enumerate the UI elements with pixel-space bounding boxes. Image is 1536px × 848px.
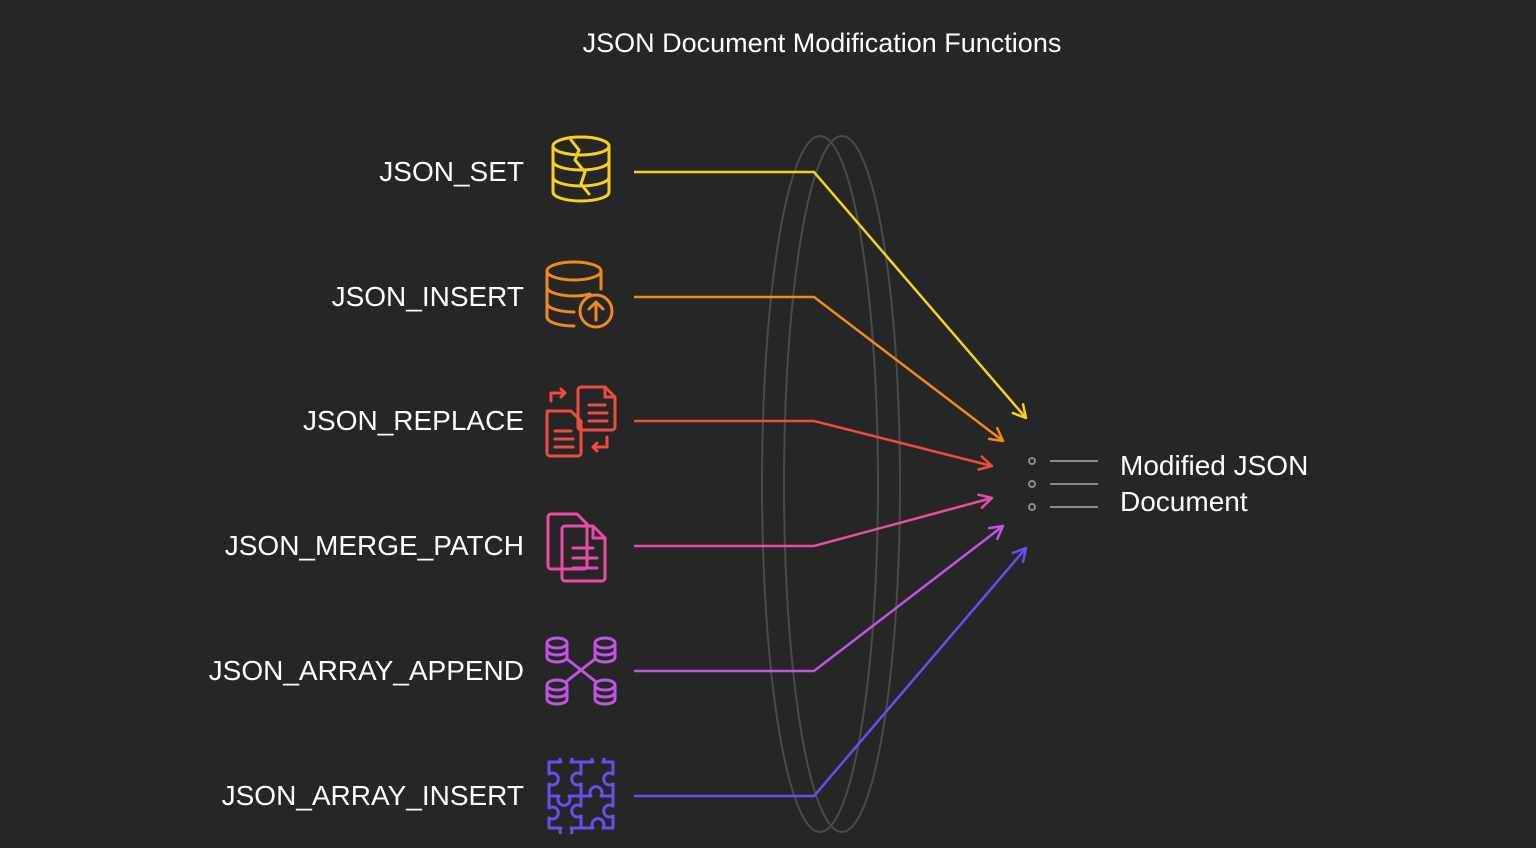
arrows-group [634,170,1028,798]
document-swap-icon [543,383,619,459]
page-title: JSON Document Modification Functions [582,28,1062,58]
database-upload-icon [543,259,619,335]
label-json-array-append: JSON_ARRAY_APPEND [208,655,524,686]
result-line-1: Modified JSON [1120,450,1309,481]
arrow-json-merge-patch [634,496,993,548]
arrowhead-json-replace [977,455,994,471]
arrowhead-json-array-insert [1011,546,1028,563]
lens-back [761,135,879,833]
result-label: Modified JSON Document [1120,448,1308,520]
arrow-json-array-append [634,525,1004,673]
lens-front [783,135,901,833]
database-network-icon [543,633,619,709]
arrowhead-json-merge-patch [977,493,994,509]
result-line-2: Document [1120,486,1248,517]
lens-shape [761,135,901,833]
label-json-set: JSON_SET [379,156,524,187]
puzzle-icon [543,758,619,834]
label-json-replace: JSON_REPLACE [303,405,524,436]
list-icon [1028,457,1098,511]
arrow-json-array-insert [634,547,1027,798]
label-json-insert: JSON_INSERT [331,281,524,312]
arrowhead-json-set [1011,403,1028,420]
document-copy-icon [543,508,619,584]
arrowhead-json-insert [987,426,1005,443]
arrowhead-json-array-append [987,524,1005,541]
arrow-json-set [634,170,1027,419]
database-split-icon [543,134,619,210]
label-json-merge-patch: JSON_MERGE_PATCH [224,530,524,561]
arrow-json-insert [634,295,1004,442]
arrow-json-replace [634,419,993,468]
label-json-array-insert: JSON_ARRAY_INSERT [221,780,524,811]
